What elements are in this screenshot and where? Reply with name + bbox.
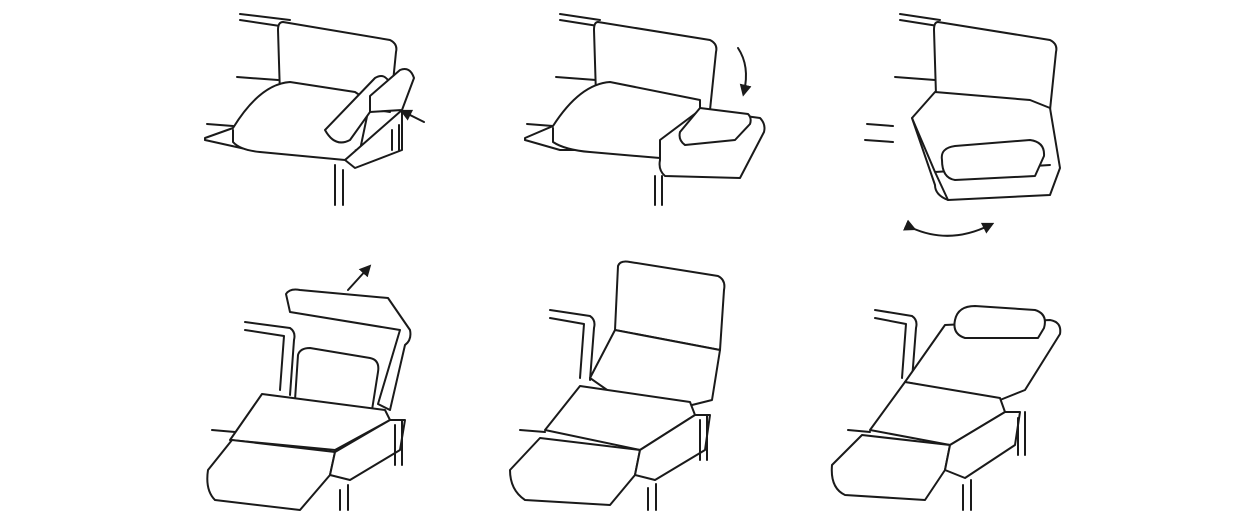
push-arrow-icon	[399, 109, 425, 123]
panel-armrest-tilt	[204, 13, 425, 206]
raise-arrow-icon	[347, 264, 372, 291]
panel-backrest-up	[509, 260, 726, 511]
rotate-arrow-icon	[902, 219, 995, 237]
panel-seat-rotate	[864, 13, 1061, 237]
panel-lounger-flat	[830, 305, 1062, 511]
panel-armrest-folded	[524, 13, 766, 206]
fold-down-arrow-icon	[737, 47, 752, 97]
panel-backrest-raise	[206, 264, 412, 511]
